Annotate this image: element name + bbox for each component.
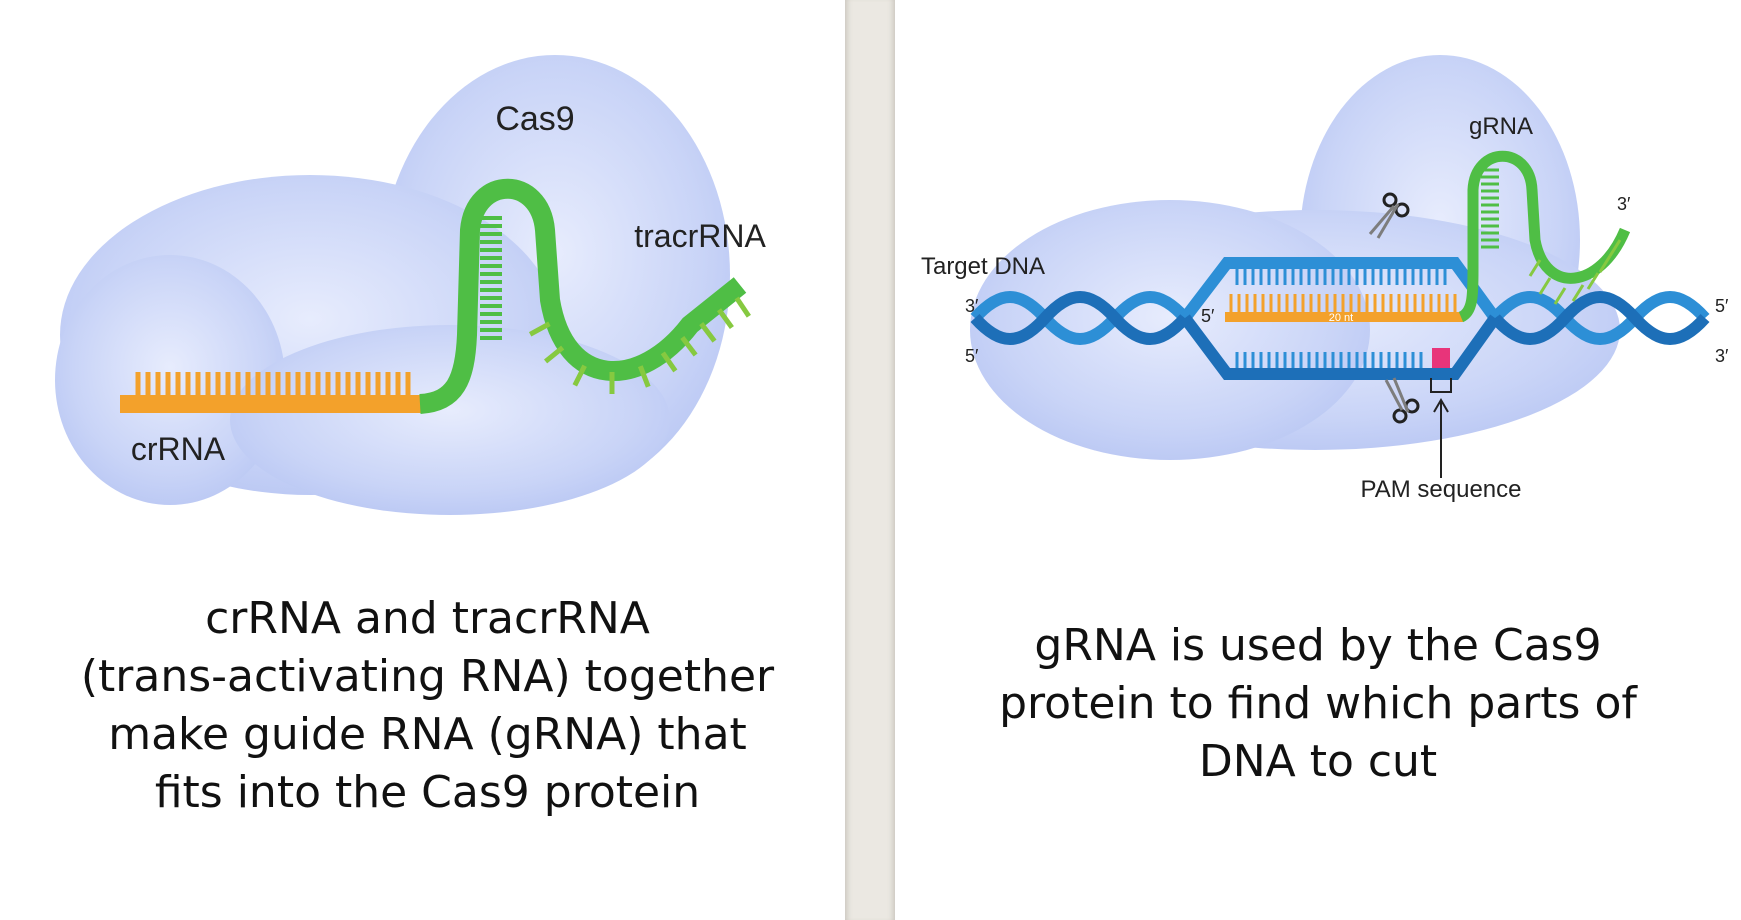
label-20nt: 20 nt: [1329, 312, 1353, 324]
dna-helix-left: [970, 291, 1190, 345]
caption-left-line: (trans-activating RNA) together: [80, 651, 775, 702]
grna-tail-teeth: [1528, 239, 1622, 305]
nucleotide-base: [699, 322, 717, 343]
scissors-icon: [1368, 192, 1410, 239]
nucleotide-base: [716, 308, 734, 330]
crrna-strand: [120, 395, 422, 413]
nucleotide-base: [544, 345, 565, 364]
grna-backbone: [1458, 150, 1631, 323]
grna-spacer: [1225, 312, 1463, 322]
dna-helix-right: [1490, 291, 1710, 345]
nucleotide-base: [734, 296, 751, 318]
pam-sequence: [1432, 348, 1450, 368]
caption-right-line: protein to find which parts of: [999, 678, 1637, 729]
caption-left-line: fits into the Cas9 protein: [154, 767, 701, 818]
label-crrna: crRNA: [131, 431, 226, 467]
nucleotide-base: [1586, 272, 1600, 290]
nucleotide-base: [1538, 277, 1552, 295]
label-grna: gRNA: [1469, 113, 1533, 140]
nucleotide-base: [528, 321, 551, 337]
label-3prime-top-left: 3′: [965, 296, 979, 316]
label-5prime-bottom-left: 5′: [965, 346, 979, 366]
caption-right-line: DNA to cut: [1198, 736, 1438, 787]
label-target-dna: Target DNA: [921, 253, 1045, 280]
label-cas9: Cas9: [495, 100, 574, 138]
caption-right-line: gRNA is used by the Cas9: [1034, 620, 1602, 671]
dna-bottom-strand: [1180, 314, 1500, 380]
nucleotide-base: [680, 336, 698, 357]
nucleotide-base: [572, 364, 587, 387]
tracrrna-teeth: [480, 216, 751, 394]
nucleotide-base: [1608, 239, 1622, 257]
tracrrna-backbone: [418, 178, 747, 414]
grna-dna-targeting-diagram: gRNA Target DNA PAM sequence 20 nt 3′ 5′…: [921, 55, 1729, 503]
caption-left: crRNA and tracrRNA (trans-activating RNA…: [40, 590, 815, 822]
nucleotide-base: [1598, 255, 1612, 273]
label-5prime-top-right: 5′: [1715, 296, 1729, 316]
label-tracrrna: tracrRNA: [634, 218, 766, 254]
nucleotide-base: [660, 351, 678, 373]
caption-right: gRNA is used by the Cas9 protein to find…: [935, 617, 1701, 791]
label-pam-sequence: PAM sequence: [1361, 476, 1522, 503]
label-3prime-grna: 3′: [1617, 194, 1631, 214]
nucleotide-base: [1553, 287, 1567, 305]
right-panel: gRNA Target DNA PAM sequence 20 nt 3′ 5′…: [895, 0, 1741, 920]
nucleotide-base: [637, 365, 651, 388]
label-5prime-inner: 5′: [1201, 306, 1215, 326]
crrna-teeth: [135, 372, 411, 395]
caption-left-line: make guide RNA (gRNA) that: [108, 709, 747, 760]
arrow-up-icon: [1433, 398, 1449, 478]
left-panel: Cas9 tracrRNA crRNA crRNA and tracrRNA (…: [0, 0, 845, 920]
panel-divider: [845, 0, 895, 920]
dna-teeth: [1235, 269, 1447, 368]
pam-bracket: [1430, 378, 1452, 393]
scissors-icon: [1384, 377, 1420, 424]
nucleotide-base: [1571, 284, 1585, 302]
grna-teeth: [1229, 168, 1499, 312]
label-3prime-bottom-right: 3′: [1715, 346, 1729, 366]
crrna-tracrrna-diagram: Cas9 tracrRNA crRNA: [55, 55, 766, 515]
nucleotide-base: [1528, 259, 1542, 277]
caption-left-line: crRNA and tracrRNA: [205, 593, 650, 644]
